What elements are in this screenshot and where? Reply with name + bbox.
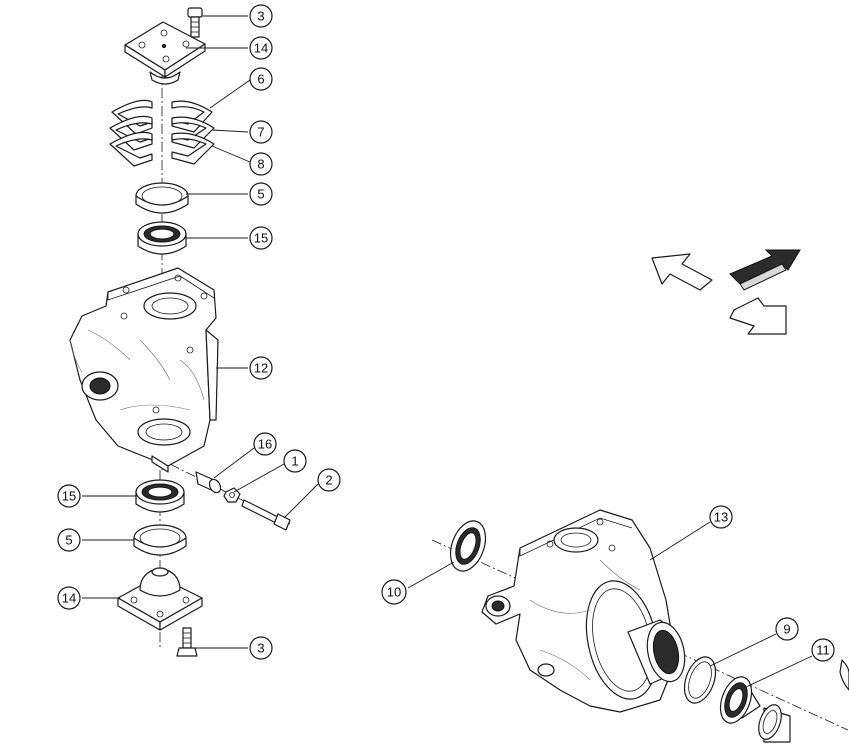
knuckle-housing[interactable] [69,267,219,473]
svg-text:16: 16 [258,437,272,452]
arrow-solid-right-icon [729,249,801,291]
callout-13[interactable]: 13 [709,505,733,529]
bolt-bottom[interactable] [176,627,198,657]
svg-text:5: 5 [65,533,72,548]
callout-15-top[interactable]: 15 [249,226,273,250]
callout-6[interactable]: 6 [249,67,273,91]
svg-text:6: 6 [257,72,264,87]
svg-text:14: 14 [62,591,76,606]
callout-3-top[interactable]: 3 [249,4,273,28]
arrow-outline-left-icon [651,253,713,291]
svg-text:9: 9 [783,622,790,637]
partial-part-edge [839,659,849,691]
callout-5-top[interactable]: 5 [249,182,273,206]
svg-text:10: 10 [387,585,401,600]
svg-text:3: 3 [257,641,264,656]
leader-lines [82,15,813,689]
seal-top[interactable] [135,182,189,214]
bearing-bottom[interactable] [135,479,185,513]
center-line-axle [431,539,849,731]
svg-text:5: 5 [257,187,264,202]
oil-seal[interactable] [444,516,492,576]
sleeve[interactable] [754,702,791,743]
svg-text:14: 14 [254,41,268,56]
callout-5-bottom[interactable]: 5 [57,528,81,552]
pin-bolt[interactable] [241,499,291,531]
callout-9[interactable]: 9 [775,617,799,641]
bolt-top[interactable] [187,7,203,38]
svg-text:1: 1 [291,454,298,469]
callout-14-top[interactable]: 14 [249,36,273,60]
seal-bottom[interactable] [133,524,187,556]
bearing-right[interactable] [715,673,761,728]
callout-16[interactable]: 16 [253,432,277,456]
callout-10-highlighted[interactable]: 10 [381,579,407,605]
callout-8[interactable]: 8 [249,152,273,176]
arrow-outline-down-icon [729,297,787,335]
callout-2[interactable]: 2 [317,468,341,492]
svg-text:2: 2 [325,473,332,488]
svg-text:12: 12 [254,361,268,376]
svg-text:11: 11 [816,643,830,658]
callout-7[interactable]: 7 [249,120,273,144]
bushing[interactable] [195,471,223,495]
snap-ring[interactable] [679,653,722,708]
shim-stack[interactable] [109,99,215,167]
hub-knuckle[interactable] [481,509,690,713]
cap-plate-top[interactable] [124,21,206,85]
nut[interactable] [223,487,241,503]
svg-text:15: 15 [254,231,268,246]
callout-3-bottom[interactable]: 3 [249,636,273,660]
callout-14-bottom[interactable]: 14 [57,586,81,610]
callout-11[interactable]: 11 [811,638,835,662]
callout-12[interactable]: 12 [249,356,273,380]
svg-text:15: 15 [62,489,76,504]
svg-text:7: 7 [257,125,264,140]
svg-text:8: 8 [257,157,264,172]
bearing-top[interactable] [137,221,187,255]
svg-text:13: 13 [714,510,728,525]
callout-1[interactable]: 1 [283,449,307,473]
svg-text:3: 3 [257,9,264,24]
callout-15-bottom[interactable]: 15 [57,484,81,508]
cap-plate-bottom[interactable] [117,567,203,631]
